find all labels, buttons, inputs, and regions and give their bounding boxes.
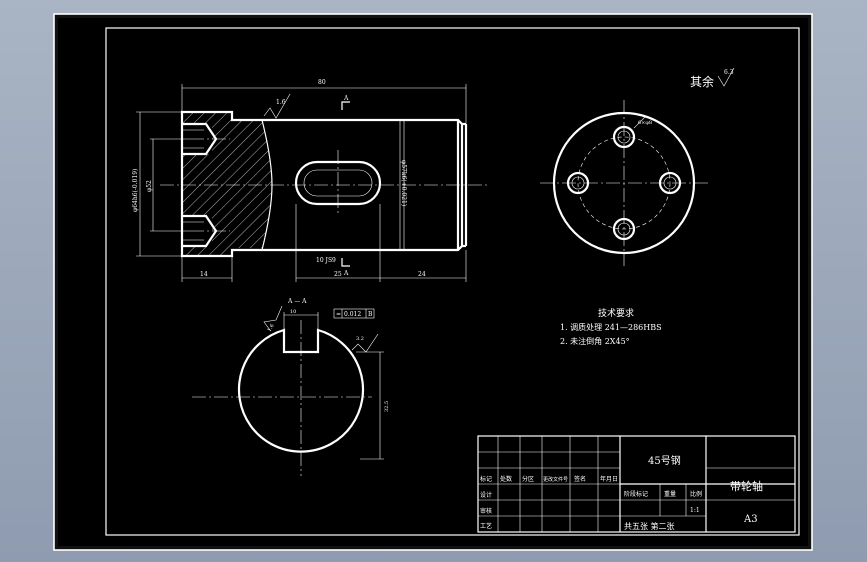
- col-label-2: 分区: [522, 475, 534, 483]
- shaft-main-view: [160, 110, 488, 258]
- section-hatch: [237, 328, 365, 453]
- section-view: A — A 10 = 0.012 B 32.5 1.6 3.2: [192, 298, 390, 476]
- row-label-1: 标记: [480, 475, 492, 483]
- dim-left-step: 14: [200, 271, 208, 278]
- roughness-keyway: 3.2: [356, 336, 364, 342]
- row-label-4: 工艺: [480, 522, 492, 530]
- tech-req-item-2: 2. 未注倒角 2X45°: [560, 336, 630, 346]
- material: 45号钢: [648, 454, 681, 467]
- scale-label: 比例: [690, 490, 702, 498]
- roughness-section: 1.6: [267, 323, 276, 333]
- row-label-2: 设计: [480, 491, 492, 499]
- svg-text:=: =: [336, 311, 341, 318]
- sheet-size: A3: [743, 514, 758, 525]
- dim-overall-length: 80: [318, 79, 326, 86]
- shaft-end-view: 6×φ8: [540, 100, 708, 266]
- roughness-note-label: 其余: [690, 74, 714, 89]
- col-label-1: 处数: [500, 475, 512, 483]
- dim-keyway-length: 25: [334, 271, 342, 278]
- dim-key-depth: 32.5: [384, 401, 390, 412]
- circle-pcd-note: 6×φ8: [638, 120, 652, 126]
- scale-value: 1:1: [690, 507, 700, 514]
- svg-text:B: B: [368, 311, 373, 318]
- part-name: 带轮轴: [730, 479, 763, 493]
- col-label-5: 年月日: [600, 475, 618, 483]
- dim-key-width: 10: [290, 309, 296, 315]
- dim-keyway-note: 10 JS9: [316, 257, 336, 264]
- dim-right-length: 24: [418, 271, 426, 278]
- dim-diameter-outer: φ64h6(-0.019): [132, 169, 139, 212]
- title-block: 标记 处数 分区 更改文件号 签名 年月日 设计 审核 工艺 45号钢 带轮轴 …: [477, 435, 796, 533]
- weight-label: 重量: [664, 490, 676, 498]
- dim-diameter-right: φ57k6(+0.021): [400, 160, 407, 206]
- dim-diameter-mid: φ52: [146, 180, 153, 192]
- main-view-dimensions: 80 φ64h6(-0.019) φ52 φ57k6(+0.021) 14 25…: [132, 79, 467, 282]
- stage-label: 阶段标记: [624, 490, 648, 498]
- col-label-4: 签名: [574, 475, 586, 483]
- roughness-top-left: 1.6: [276, 99, 286, 106]
- row-label-3: 审核: [480, 507, 492, 515]
- section-marker-bottom: A: [343, 270, 349, 277]
- tech-req-heading: 技术要求: [598, 307, 634, 319]
- section-marker-top: A: [343, 95, 349, 102]
- general-roughness: 其余 6.3: [690, 67, 735, 89]
- section-title: A — A: [287, 298, 307, 305]
- svg-text:0.012: 0.012: [344, 311, 361, 318]
- technical-requirements: 技术要求 1. 调质处理 241—286HBS 2. 未注倒角 2X45°: [560, 307, 662, 346]
- tolerance-frame: = 0.012 B: [333, 308, 375, 319]
- col-label-3: 更改文件号: [543, 476, 568, 483]
- tech-req-item-1: 1. 调质处理 241—286HBS: [560, 322, 662, 332]
- inner-border: [105, 27, 800, 536]
- drawing-area: [58, 18, 808, 546]
- sheet-count: 共五张 第二张: [624, 521, 675, 531]
- roughness-general: 6.3: [724, 69, 734, 76]
